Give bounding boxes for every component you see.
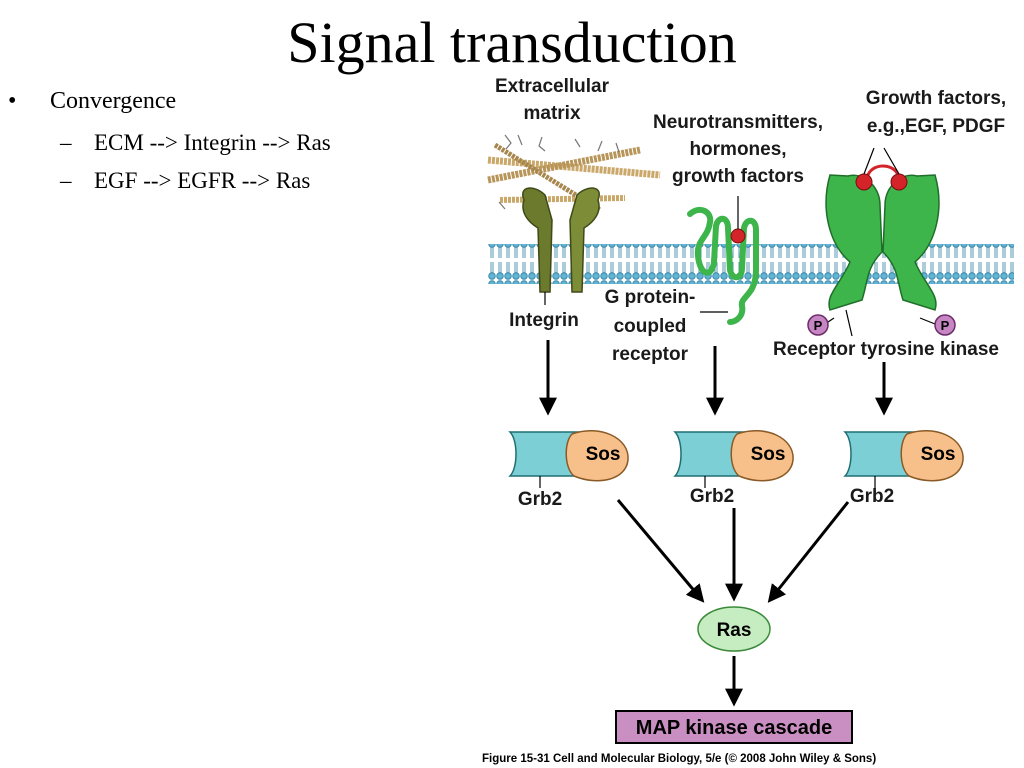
phosphate-label: P [814, 318, 823, 333]
sos-label: Sos [586, 444, 621, 465]
sub-bullet-text: ECM --> Integrin --> Ras [94, 130, 331, 155]
dash-marker: – [60, 130, 72, 155]
sub-bullet-item: –ECM --> Integrin --> Ras [60, 130, 331, 156]
phosphate-group [807, 314, 829, 336]
grb2-label: Grb2 [850, 486, 894, 507]
sos-label: Sos [921, 444, 956, 465]
map-kinase-label: MAP kinase cascade [636, 717, 832, 739]
ras-label: Ras [717, 620, 752, 641]
bullet-dot: • [8, 88, 17, 114]
figure-caption: Figure 15-31 Cell and Molecular Biology,… [482, 753, 876, 765]
extracellular-matrix-label: Extracellular [495, 76, 610, 97]
neurotransmitters-label: hormones, [689, 139, 786, 160]
phosphate-label: P [941, 318, 950, 333]
ras-node [697, 606, 771, 652]
bullet-text: Convergence [50, 88, 177, 114]
gpcr-label: receptor [612, 344, 689, 365]
growth-factors-label: Growth factors, [866, 88, 1006, 109]
gpcr-ligand [730, 228, 746, 244]
receptor-tyrosine-kinase: P P [807, 147, 956, 337]
grb2-label: Grb2 [518, 489, 562, 510]
grb2-sos-complex: Sos [843, 430, 964, 488]
grb2-label: Grb2 [690, 486, 734, 507]
dash-marker: – [60, 168, 72, 193]
plasma-membrane [488, 244, 1014, 284]
rtk-label: Receptor tyrosine kinase [773, 339, 999, 360]
neurotransmitters-label: Neurotransmitters, [653, 112, 823, 133]
slide-title: Signal transduction [287, 10, 737, 75]
sos-label: Sos [751, 444, 786, 465]
growth-factor-ligand [855, 173, 873, 191]
map-kinase-box [615, 710, 853, 744]
arrow-grb2-to-ras [767, 501, 850, 603]
bullet-item: • Convergence [8, 88, 176, 115]
growth-factors-label: e.g.,EGF, PDGF [867, 116, 1005, 137]
phosphate-group [934, 314, 956, 336]
g-protein-coupled-receptor [687, 196, 759, 325]
grb2-sos-complex: Sos [673, 430, 794, 488]
gpcr-label: coupled [614, 316, 687, 337]
extracellular-matrix-label: matrix [523, 103, 580, 124]
gpcr-label: G protein- [605, 287, 696, 308]
arrow-grb2-to-ras [616, 499, 705, 603]
grb2-sos-complex: Sos [508, 430, 629, 488]
integrin-label: Integrin [509, 310, 579, 331]
sub-bullet-item: –EGF --> EGFR --> Ras [60, 168, 310, 194]
integrin-receptor [522, 187, 600, 305]
neurotransmitters-label: growth factors [672, 166, 804, 187]
sub-bullet-text: EGF --> EGFR --> Ras [94, 168, 311, 193]
growth-factor-ligand [890, 173, 908, 191]
